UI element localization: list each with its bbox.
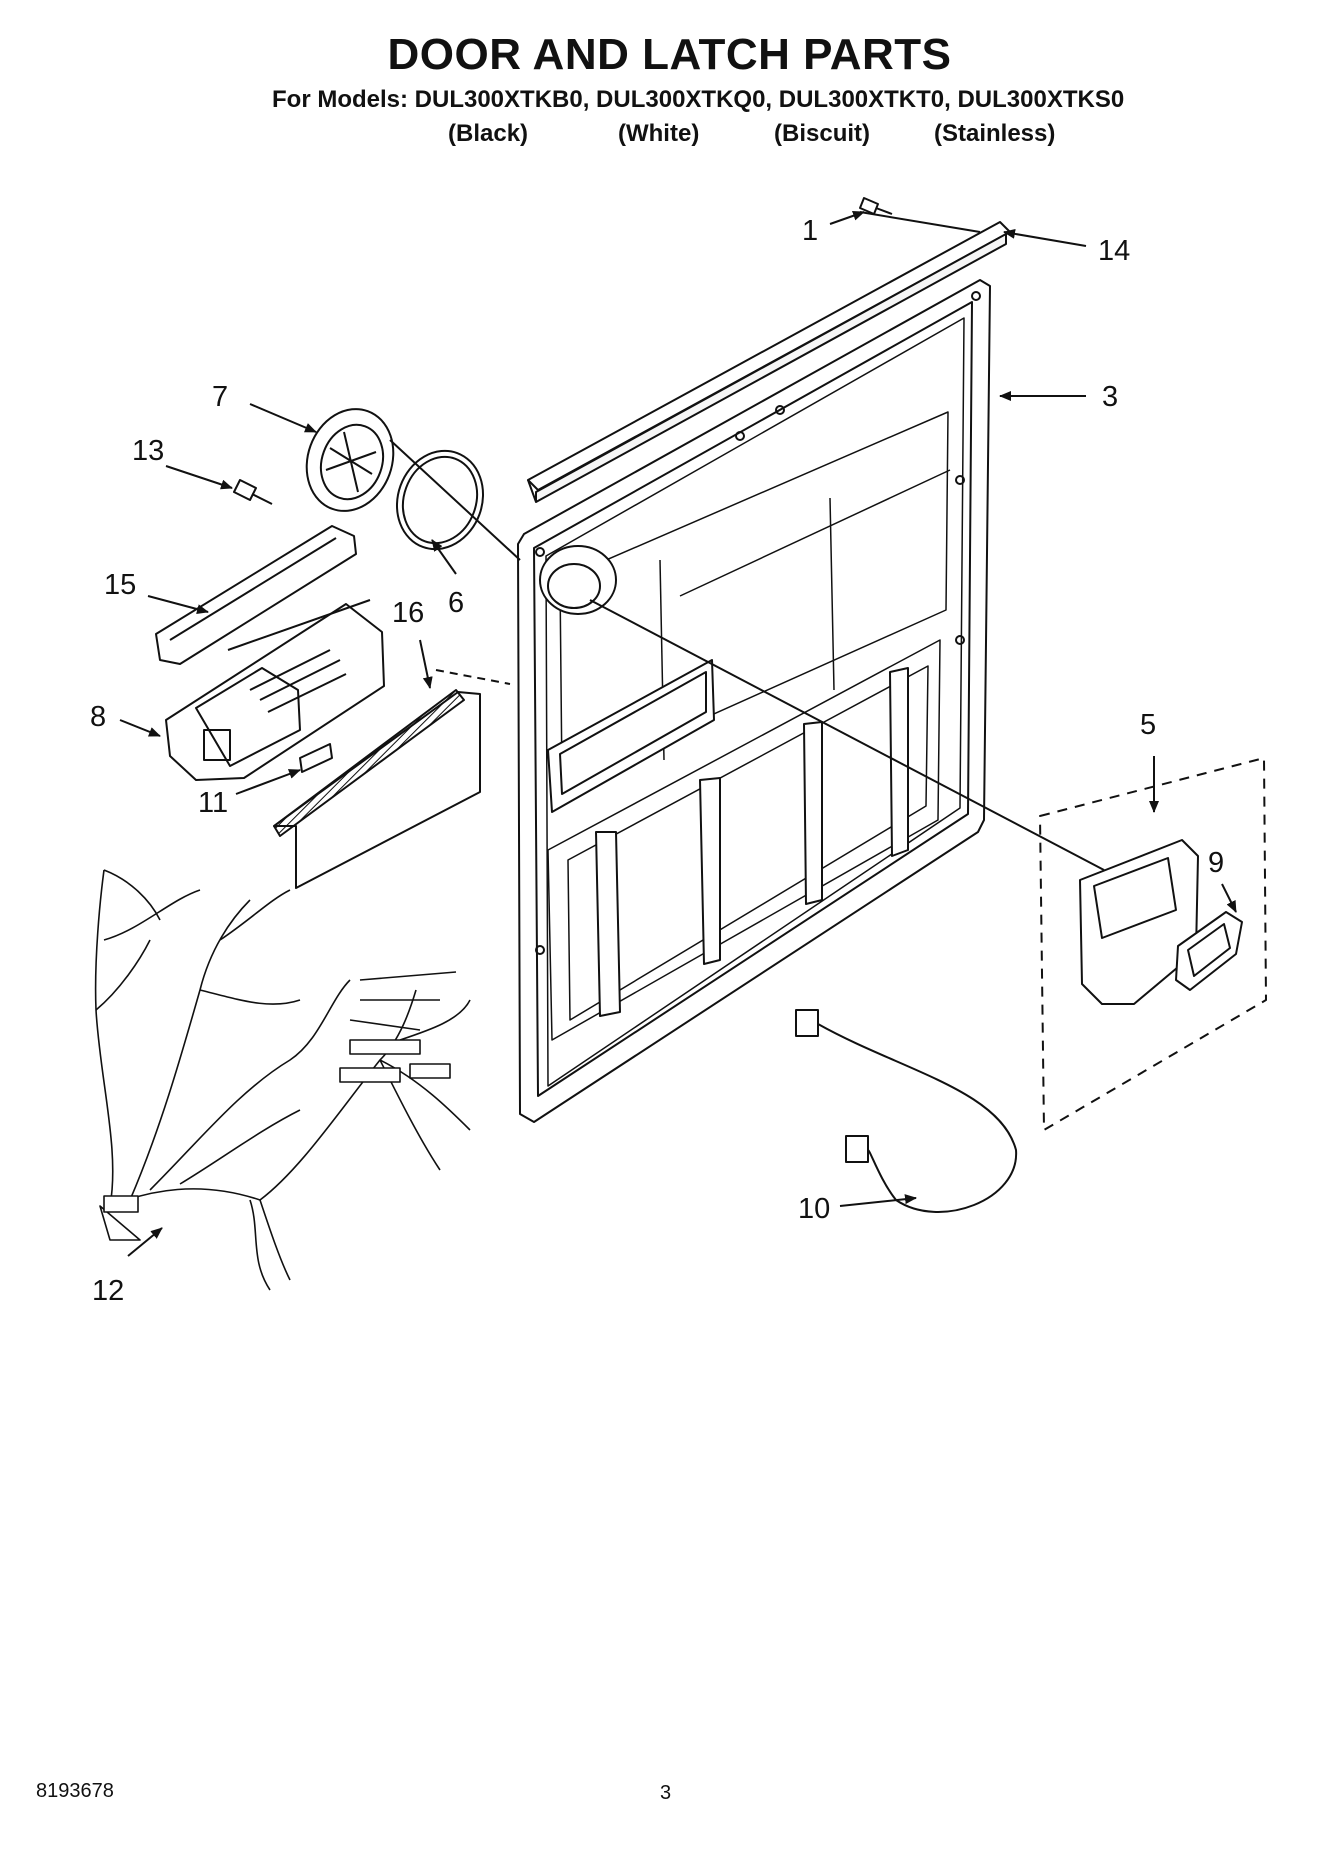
callout-1: 1 xyxy=(802,215,818,247)
callout-6: 6 xyxy=(448,587,464,619)
callout-13: 13 xyxy=(132,435,164,467)
top-trim-strip xyxy=(527,221,1011,503)
screw-1 xyxy=(859,197,893,215)
latch-clip xyxy=(299,743,333,773)
callout-14: 14 xyxy=(1098,235,1130,267)
dispenser-cap xyxy=(305,408,395,512)
callout-7: 7 xyxy=(212,381,228,413)
variant-black: (Black) xyxy=(448,120,529,147)
door-handle xyxy=(155,525,357,665)
latch-assembly xyxy=(165,599,385,781)
callout-12: 12 xyxy=(92,1275,124,1307)
callout-15: 15 xyxy=(104,569,136,601)
callout-arrows xyxy=(119,210,1237,1257)
callout-10: 10 xyxy=(798,1193,830,1225)
variant-biscuit: (Biscuit) xyxy=(774,120,870,147)
sensor-cable xyxy=(795,1009,1018,1213)
screw-13 xyxy=(233,479,273,505)
callout-9: 9 xyxy=(1208,847,1224,879)
callout-8: 8 xyxy=(90,701,106,733)
callout-3: 3 xyxy=(1102,381,1118,413)
variant-stainless: (Stainless) xyxy=(934,120,1056,147)
vent-assembly-box xyxy=(1039,757,1267,1131)
callout-16: 16 xyxy=(392,597,424,629)
page-number: 3 xyxy=(660,1782,672,1804)
callout-11: 11 xyxy=(198,787,228,819)
wiring-harness xyxy=(94,869,471,1291)
document-number: 8193678 xyxy=(36,1780,114,1802)
vent-bracket xyxy=(273,689,481,889)
variant-white: (White) xyxy=(618,120,700,147)
page-title: DOOR AND LATCH PARTS xyxy=(387,30,952,79)
callout-5: 5 xyxy=(1140,709,1156,741)
gasket-ring xyxy=(395,449,485,551)
vent-gasket xyxy=(1175,911,1243,991)
models-line: For Models: DUL300XTKB0, DUL300XTKQ0, DU… xyxy=(272,86,1125,113)
inner-door-panel xyxy=(517,279,991,1123)
